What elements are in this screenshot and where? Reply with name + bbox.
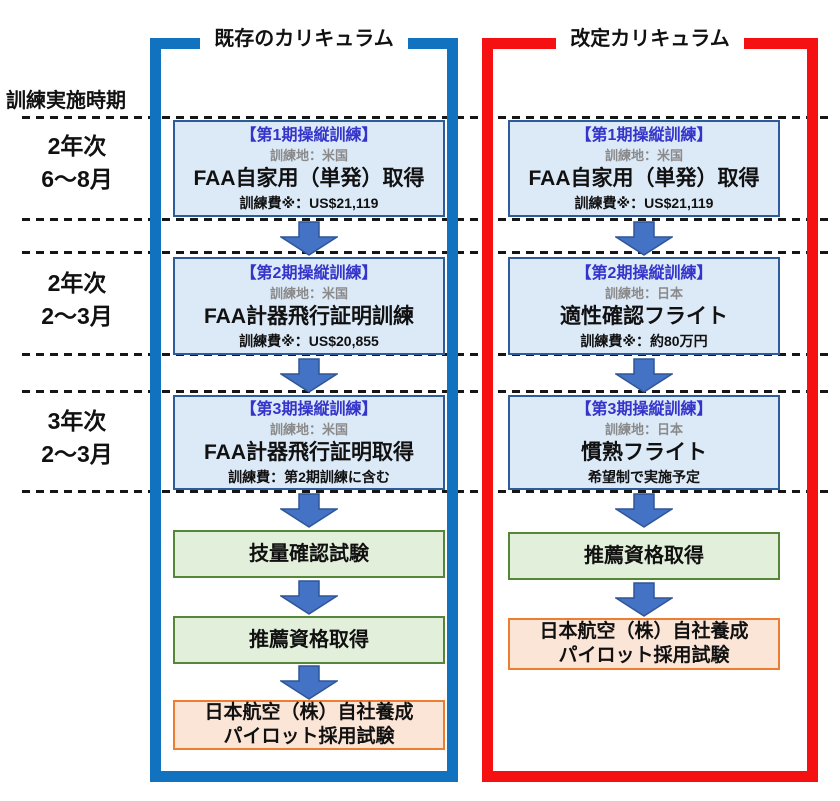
- down-arrow-icon: [615, 221, 673, 256]
- step-label-line1: 日本航空（株）自社養成: [539, 621, 749, 642]
- stage-phase: 【第2期操縦訓練】: [240, 264, 378, 282]
- stage-location: 訓練地：米国: [269, 285, 348, 301]
- stage-name: FAA計器飛行証明訓練: [204, 304, 414, 328]
- period-months: 6〜8月: [41, 166, 113, 192]
- existing-stage1-box: 【第1期操縦訓練】 訓練地：米国 FAA自家用（単発）取得 訓練費※：US$21…: [173, 120, 445, 217]
- stage-name: 適性確認フライト: [560, 304, 728, 328]
- down-arrow-icon: [280, 493, 338, 528]
- stage-cost: 訓練費※：US$20,855: [239, 332, 379, 349]
- revised-stage3-box: 【第3期操縦訓練】 訓練地：日本 慣熟フライト 希望制で実施予定: [508, 395, 780, 490]
- existing-curriculum-title: 既存のカリキュラム: [150, 26, 458, 52]
- revised-stage1-box: 【第1期操縦訓練】 訓練地：米国 FAA自家用（単発）取得 訓練費※：US$21…: [508, 120, 780, 217]
- step-label: 技量確認試験: [249, 543, 369, 565]
- period-row-2: 2年次 2〜3月: [8, 267, 146, 333]
- step-label-line2: パイロット採用試験: [223, 726, 395, 747]
- period-grade: 3年次: [47, 408, 107, 434]
- revised-curriculum-title: 改定カリキュラム: [482, 26, 818, 52]
- stage-location: 訓練地：米国: [269, 422, 348, 437]
- step-label: 推薦資格取得: [249, 629, 369, 651]
- period-months: 2〜3月: [41, 441, 113, 467]
- period-row-1: 2年次 6〜8月: [8, 130, 146, 196]
- stage-location: 訓練地：日本: [604, 285, 683, 301]
- stage-name: FAA計器飛行証明取得: [204, 441, 414, 464]
- stage-cost: 訓練費※：US$21,119: [239, 195, 379, 211]
- revised-jal-exam-box: 日本航空（株）自社養成 パイロット採用試験: [508, 618, 780, 670]
- down-arrow-icon: [280, 358, 338, 393]
- step-label-line2: パイロット採用試験: [558, 645, 730, 666]
- stage-location: 訓練地：米国: [269, 148, 348, 163]
- revised-stage2-box: 【第2期操縦訓練】 訓練地：日本 適性確認フライト 訓練費※：約80万円: [508, 257, 780, 355]
- stage-location: 訓練地：米国: [604, 148, 683, 163]
- stage-note: 希望制で実施予定: [588, 469, 700, 485]
- dashed-separator: [22, 116, 828, 119]
- existing-stage3-box: 【第3期操縦訓練】 訓練地：米国 FAA計器飛行証明取得 訓練費：第2期訓練に含…: [173, 395, 445, 490]
- down-arrow-icon: [280, 665, 338, 700]
- stage-phase: 【第3期操縦訓練】: [575, 401, 713, 418]
- existing-skill-check-box: 技量確認試験: [173, 530, 445, 578]
- stage-phase: 【第1期操縦訓練】: [575, 127, 713, 144]
- existing-recommendation-box: 推薦資格取得: [173, 616, 445, 664]
- down-arrow-icon: [615, 582, 673, 617]
- dashed-separator: [22, 490, 828, 493]
- down-arrow-icon: [615, 358, 673, 393]
- stage-name: FAA自家用（単発）取得: [528, 167, 760, 190]
- stage-name: 慣熟フライト: [581, 441, 707, 464]
- stage-cost: 訓練費※：約80万円: [580, 332, 708, 349]
- stage-cost: 訓練費：第2期訓練に含む: [228, 469, 390, 485]
- stage-phase: 【第3期操縦訓練】: [240, 401, 378, 418]
- dashed-separator: [22, 390, 828, 393]
- step-label-line1: 日本航空（株）自社養成: [204, 702, 414, 723]
- dashed-separator: [22, 218, 828, 221]
- down-arrow-icon: [280, 221, 338, 256]
- period-grade: 2年次: [47, 270, 107, 296]
- stage-location: 訓練地：日本: [604, 422, 683, 437]
- step-label: 推薦資格取得: [584, 545, 704, 567]
- down-arrow-icon: [615, 493, 673, 528]
- period-grade: 2年次: [47, 133, 107, 159]
- period-months: 2〜3月: [41, 303, 113, 329]
- time-axis-label: 訓練実施時期: [6, 90, 126, 112]
- existing-stage2-box: 【第2期操縦訓練】 訓練地：米国 FAA計器飛行証明訓練 訓練費※：US$20,…: [173, 257, 445, 355]
- down-arrow-icon: [280, 580, 338, 615]
- stage-phase: 【第2期操縦訓練】: [575, 264, 713, 282]
- revised-recommendation-box: 推薦資格取得: [508, 532, 780, 580]
- stage-cost: 訓練費※：US$21,119: [574, 195, 714, 211]
- stage-phase: 【第1期操縦訓練】: [240, 127, 378, 144]
- dashed-separator: [22, 251, 828, 254]
- stage-name: FAA自家用（単発）取得: [193, 167, 425, 190]
- period-row-3: 3年次 2〜3月: [8, 405, 146, 471]
- existing-jal-exam-box: 日本航空（株）自社養成 パイロット採用試験: [173, 700, 445, 750]
